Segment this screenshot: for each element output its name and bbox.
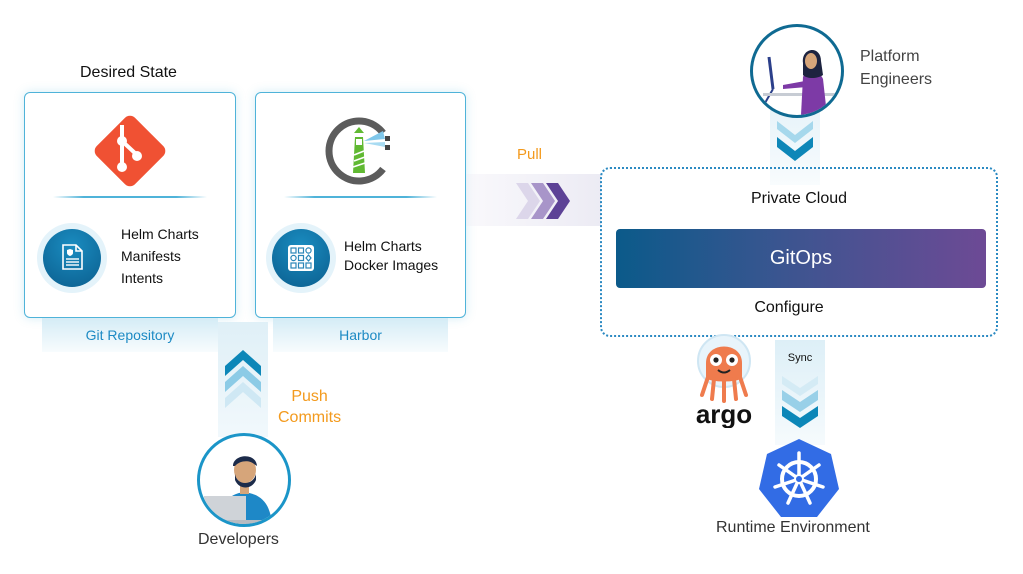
harbor-item-helm-charts: Helm Charts — [344, 238, 422, 254]
platform-label-line-1: Platform — [860, 48, 920, 65]
platform-engineers-label: Platform Engineers — [860, 45, 932, 91]
platform-label-line-2: Engineers — [860, 71, 933, 88]
chevron-right-icon — [516, 183, 570, 219]
git-item-intents: Intents — [121, 270, 164, 286]
chevron-down-icon — [777, 121, 813, 161]
pull-label: Pull — [517, 146, 543, 163]
chevron-down-icon — [782, 376, 818, 428]
card-divider — [284, 196, 437, 198]
git-item-helm-charts: Helm Charts — [121, 226, 199, 242]
harbor-label: Harbor — [273, 318, 448, 352]
developer-avatar-icon — [197, 433, 291, 527]
private-cloud-title: Private Cloud — [750, 190, 848, 207]
runtime-environment-label: Runtime Environment — [716, 519, 870, 536]
developers-label: Developers — [198, 531, 279, 548]
chevron-up-icon — [225, 350, 261, 408]
harbor-contents-list: Helm Charts Docker Images — [344, 237, 438, 275]
push-label-line-2: Commits — [278, 409, 342, 426]
argo-wordmark: argo — [696, 399, 752, 428]
grid-apps-icon — [266, 223, 336, 293]
harbor-item-docker-images: Docker Images — [344, 257, 439, 273]
argo-logo-icon: argo — [684, 333, 764, 429]
git-contents-list: Helm Charts Manifests Intents — [121, 223, 199, 289]
sync-arrow-band — [775, 340, 825, 445]
platform-engineer-avatar-icon — [750, 24, 844, 118]
private-cloud-container — [600, 167, 998, 337]
push-label-line-1: Push — [291, 388, 328, 405]
desired-state-title: Desired State — [80, 64, 177, 81]
card-divider — [53, 196, 207, 198]
sync-label: Sync — [787, 352, 813, 364]
pull-arrow-band — [466, 174, 601, 226]
document-shield-icon — [37, 223, 107, 293]
configure-label: Configure — [754, 299, 824, 316]
git-item-manifests: Manifests — [121, 248, 181, 264]
git-logo-icon — [94, 115, 166, 187]
git-repository-card: Helm Charts Manifests Intents — [24, 92, 236, 318]
harbor-card: Helm Charts Docker Images — [255, 92, 466, 318]
push-arrow-band — [218, 322, 268, 437]
gitops-bar: GitOps — [616, 229, 986, 288]
kubernetes-logo-icon — [757, 437, 841, 519]
push-commits-label: Push Commits — [278, 386, 341, 428]
git-repository-label: Git Repository — [42, 318, 218, 352]
harbor-lighthouse-logo-icon — [325, 117, 390, 185]
